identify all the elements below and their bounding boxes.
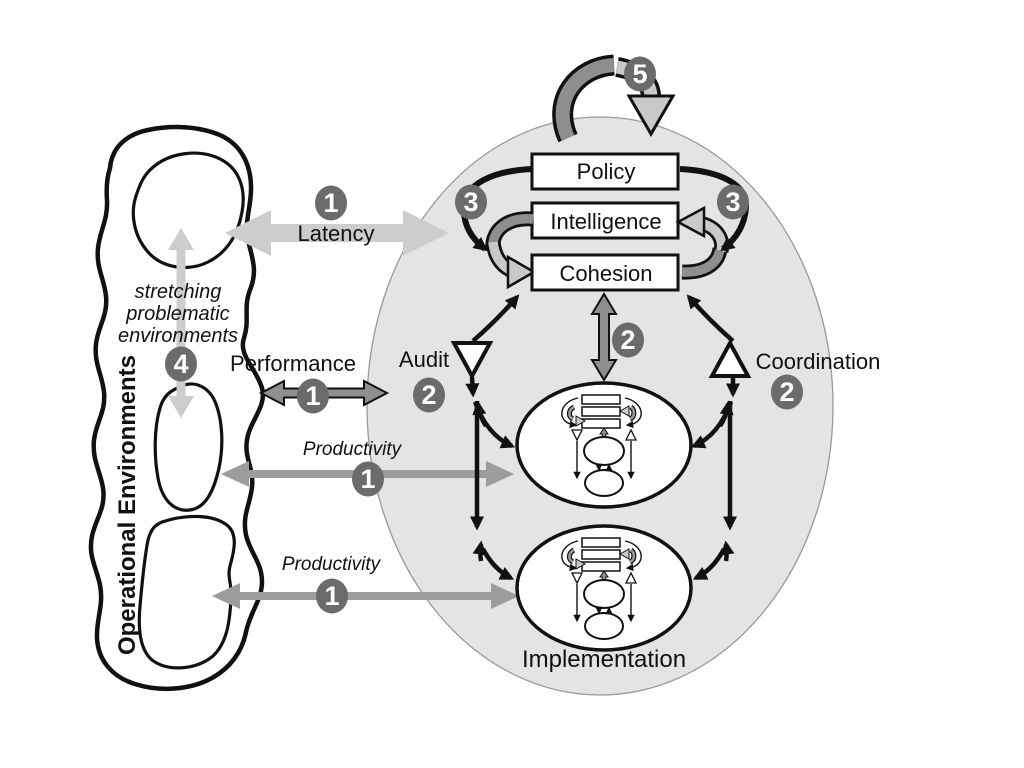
audit-funnel-triangle xyxy=(450,341,494,381)
badge-cohesion-link: 2 xyxy=(612,322,644,358)
productivity-top-label: Productivity xyxy=(303,439,403,460)
badge-policy-loop: 5 xyxy=(624,56,656,92)
latency-label: Latency xyxy=(297,221,374,246)
svg-text:2: 2 xyxy=(421,380,436,410)
svg-text:1: 1 xyxy=(324,581,339,611)
coordination-triangle xyxy=(708,338,752,378)
policy-label: Policy xyxy=(577,159,636,184)
badge-productivity-top: 1 xyxy=(352,461,384,497)
implementation-system-lower xyxy=(517,526,691,650)
environment-patch-middle xyxy=(153,382,224,512)
annotation-line-1: stretching xyxy=(135,281,222,303)
intelligence-label: Intelligence xyxy=(550,209,661,234)
audit-label: Audit xyxy=(399,347,449,372)
svg-text:2: 2 xyxy=(620,325,635,355)
coordination-label: Coordination xyxy=(756,349,881,374)
intelligence-box: Intelligence xyxy=(530,201,680,240)
badge-audit: 2 xyxy=(413,377,445,413)
badge-performance: 1 xyxy=(297,378,329,414)
operational-environments-blob xyxy=(88,124,266,692)
badge-coordination: 2 xyxy=(771,374,803,410)
audit-coordination-channels xyxy=(450,294,752,581)
performance-label: Performance xyxy=(230,351,356,376)
badge-policy-left: 3 xyxy=(455,184,487,220)
svg-text:2: 2 xyxy=(779,377,794,407)
badge-environment-link: 4 xyxy=(165,346,197,382)
annotation-line-2: problematic xyxy=(125,303,229,325)
svg-text:4: 4 xyxy=(173,349,188,379)
environment-stretch-arrow xyxy=(168,228,194,418)
cohesion-box: Cohesion xyxy=(530,253,680,292)
badge-policy-right: 3 xyxy=(717,184,749,220)
badge-productivity-bottom: 1 xyxy=(316,578,348,614)
annotation-line-3: environments xyxy=(118,325,238,347)
environment-patch-bottom xyxy=(137,514,236,670)
stretching-annotation: stretching problematic environments xyxy=(118,281,238,347)
cohesion-implementation-arrow xyxy=(590,292,618,382)
latency-arrow xyxy=(225,210,449,256)
cohesion-label: Cohesion xyxy=(560,261,653,286)
environment-patch-top xyxy=(131,151,245,270)
policy-box: Policy xyxy=(530,152,680,191)
operational-environments-label: Operational Environments xyxy=(114,355,141,655)
svg-text:3: 3 xyxy=(463,187,478,217)
svg-text:1: 1 xyxy=(305,381,320,411)
svg-text:5: 5 xyxy=(632,59,647,89)
svg-text:3: 3 xyxy=(725,187,740,217)
productivity-bottom-label: Productivity xyxy=(282,554,382,575)
badge-latency: 1 xyxy=(315,185,347,221)
productivity-bottom-arrow xyxy=(212,583,519,609)
svg-text:1: 1 xyxy=(360,464,375,494)
implementation-system-upper xyxy=(517,383,691,507)
implementation-label: Implementation xyxy=(522,646,686,673)
svg-text:1: 1 xyxy=(323,188,338,218)
